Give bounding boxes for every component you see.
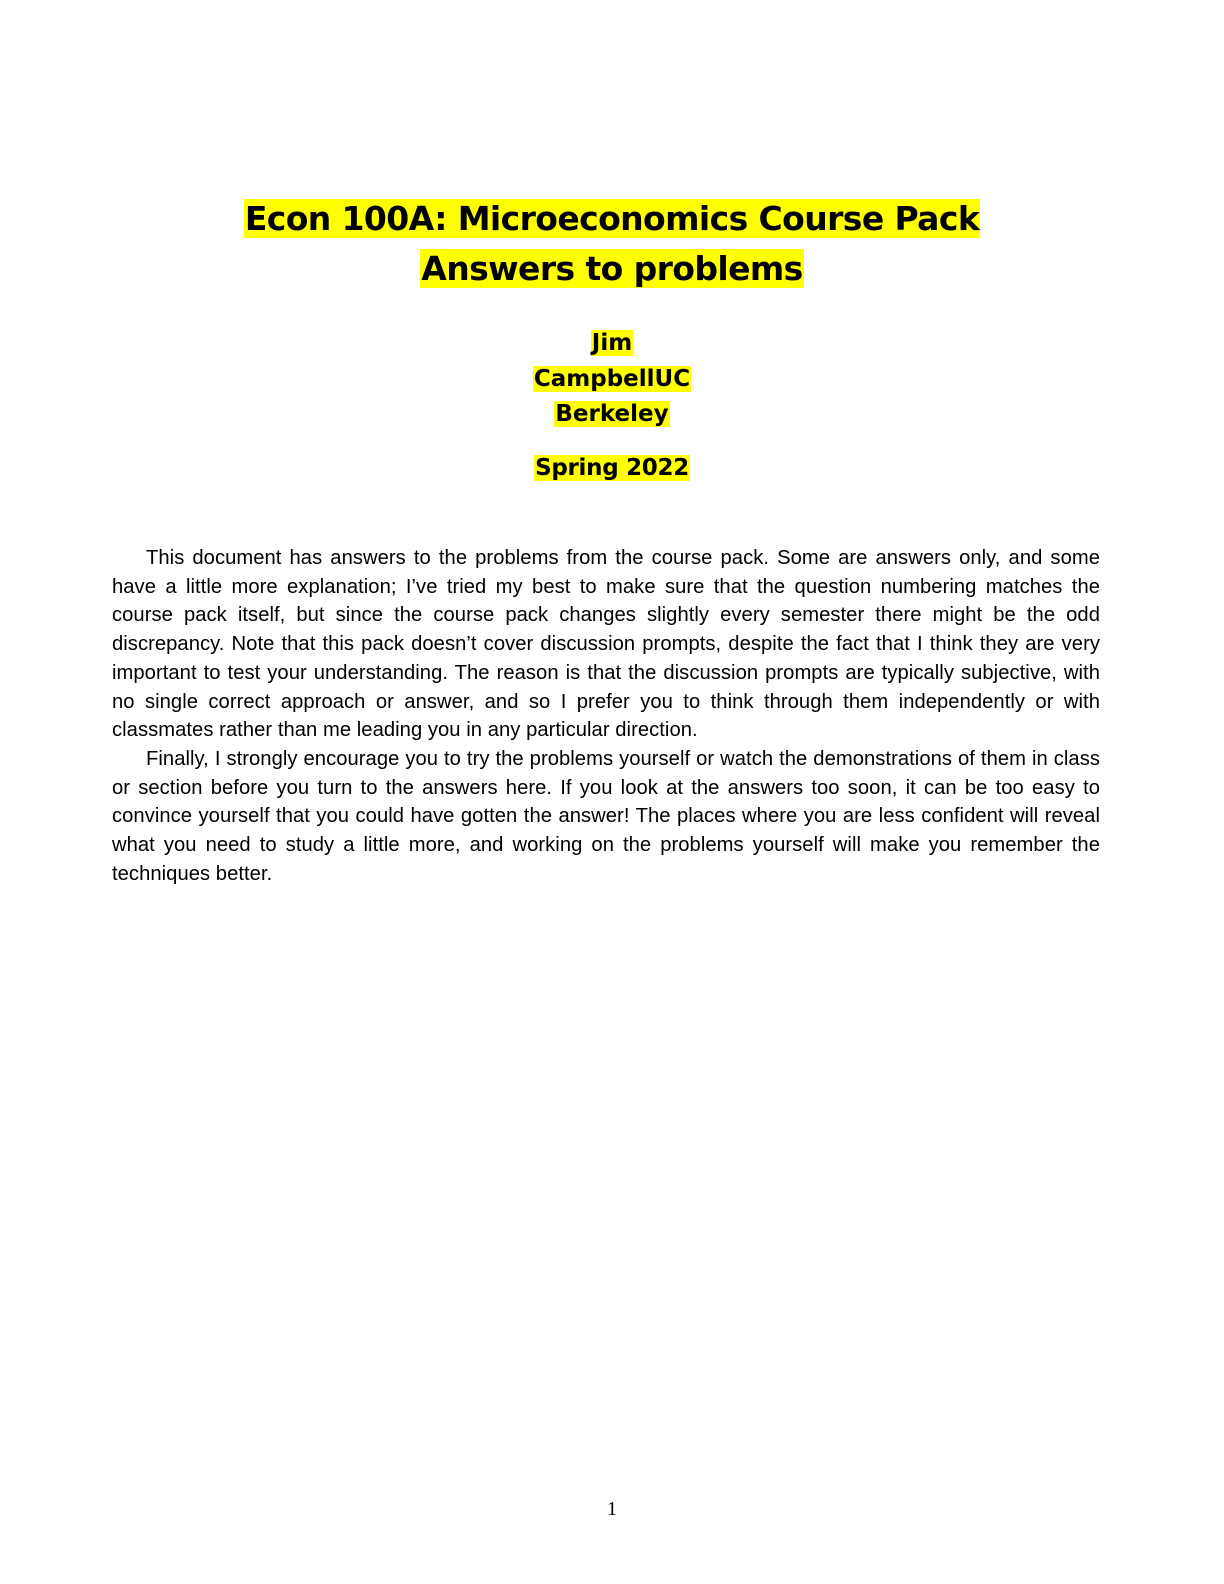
author-highlight-3: Berkeley bbox=[554, 401, 670, 427]
author-line-1: Jim bbox=[0, 326, 1224, 362]
paragraph-intro: This document has answers to the problem… bbox=[112, 547, 1100, 742]
author-line-3: Berkeley bbox=[0, 397, 1224, 433]
author-block: Jim CampbellUC Berkeley bbox=[0, 326, 1224, 433]
body-text: This document has answers to the problem… bbox=[112, 544, 1100, 888]
author-highlight-1: Jim bbox=[590, 330, 634, 356]
author-line-2: CampbellUC bbox=[0, 362, 1224, 398]
term-label: Spring 2022 bbox=[534, 455, 690, 481]
term-block: Spring 2022 bbox=[0, 451, 1224, 486]
paragraph-advice: Finally, I strongly encourage you to try… bbox=[112, 747, 1100, 885]
page-number: 1 bbox=[607, 1498, 617, 1520]
title-highlight-2: Answers to problems bbox=[420, 249, 804, 288]
title-highlight-1: Econ 100A: Microeconomics Course Pack bbox=[243, 199, 981, 238]
title-line-1: Econ 100A: Microeconomics Course Pack bbox=[0, 194, 1224, 244]
author-highlight-2: CampbellUC bbox=[532, 365, 692, 392]
title-line-2: Answers to problems bbox=[0, 244, 1224, 294]
title-block: Econ 100A: Microeconomics Course Pack An… bbox=[0, 194, 1224, 294]
